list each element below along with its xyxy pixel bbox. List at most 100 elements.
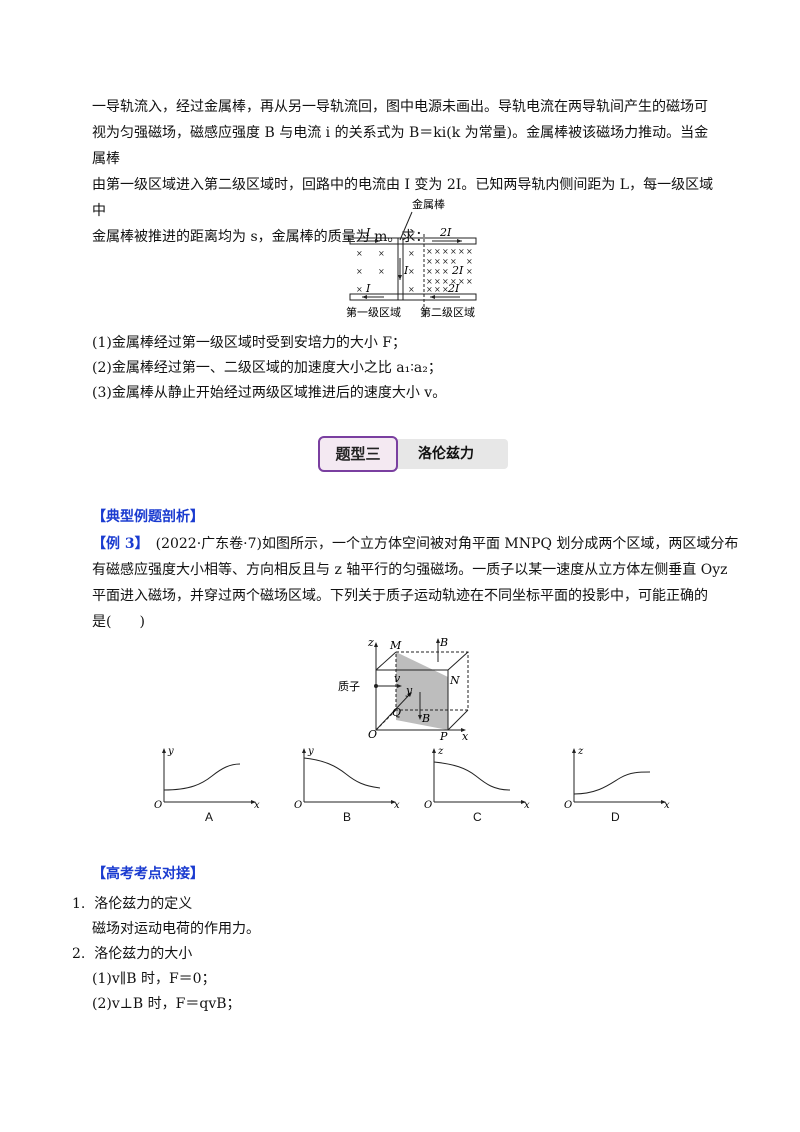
intro-line-4: 金属棒被推进的距离均为 s，金属棒的质量为 m。求：	[92, 229, 430, 245]
svg-text:×: ×	[450, 277, 457, 286]
point-1-title: 洛伦兹力的定义	[94, 896, 193, 912]
option-c-y-label: z	[437, 746, 444, 757]
point-1-num: 1.	[72, 896, 86, 912]
point-1-heading: 1. 洛伦兹力的定义	[72, 894, 192, 914]
svg-text:×: ×	[466, 277, 473, 286]
svg-text:×: ×	[450, 247, 457, 256]
option-c-graph: z x O	[424, 746, 530, 810]
point-2-heading: 2. 洛伦兹力的大小	[72, 944, 192, 964]
option-b-origin: O	[294, 800, 302, 810]
current-label-rod-2: 2I	[451, 264, 464, 277]
option-d-label[interactable]: D	[611, 810, 620, 824]
option-b-y-label: y	[307, 746, 314, 757]
vertex-P: P	[439, 730, 448, 743]
svg-text:×: ×	[466, 267, 473, 276]
svg-text:×: ×	[434, 257, 441, 266]
current-label-top-2: 2I	[439, 226, 452, 239]
intro-line-2: 视为匀强磁场，磁感应强度 B 与电流 i 的关系式为 B＝ki(k 为常量)。金…	[92, 125, 709, 167]
section-exam-heading: 【高考考点对接】	[92, 866, 204, 882]
origin-label: O	[368, 728, 377, 741]
railgun-figure: ×× ×× ×× ×× ×××××× ××××× ×××× ×××××× ×××…	[346, 197, 477, 319]
point-2-num: 2.	[72, 946, 86, 962]
example-line-2: 有磁感应强度大小相等、方向相反且与 z 轴平行的匀强磁场。一质子以某一速度从立方…	[92, 562, 728, 578]
option-a-origin: O	[154, 800, 162, 810]
x-axis-label: x	[462, 730, 469, 743]
svg-text:×: ×	[426, 277, 433, 286]
svg-text:×: ×	[408, 249, 415, 258]
svg-text:×: ×	[378, 267, 385, 276]
field-B-down-label: B	[421, 712, 430, 725]
point-2-item-2: (2)v⊥B 时，F＝qvB；	[92, 996, 241, 1012]
current-label-top-1: I	[365, 226, 371, 239]
point-1-body: 磁场对运动电荷的作用力。	[92, 921, 260, 937]
option-d-x-label: x	[664, 800, 670, 810]
question-1: (1)金属棒经过第一级区域时受到安培力的大小 F；	[92, 335, 406, 351]
option-d-origin: O	[564, 800, 572, 810]
svg-text:×: ×	[426, 267, 433, 276]
option-a-graph: y x O	[154, 746, 260, 810]
example-text-1: (2022·广东卷·7)如图所示，一个立方体空间被对角平面 MNPQ 划分成两个…	[141, 536, 739, 552]
section-typical-heading: 【典型例题剖析】	[92, 509, 204, 525]
proton-label: 质子	[338, 680, 360, 693]
svg-text:×: ×	[378, 249, 385, 258]
svg-text:×: ×	[442, 285, 449, 294]
option-a-label[interactable]: A	[205, 810, 214, 824]
svg-text:×: ×	[356, 267, 363, 276]
vertex-Q: Q	[392, 706, 401, 719]
example-line-1: 【例 3】 (2022·广东卷·7)如图所示，一个立方体空间被对角平面 MNPQ…	[92, 534, 738, 554]
point-2-item-1: (1)v∥B 时，F＝0；	[92, 971, 216, 987]
current-label-bottom-2: 2I	[447, 282, 460, 295]
y-axis-label: y	[405, 684, 413, 697]
current-label-bottom-1: I	[365, 282, 371, 295]
option-b-graph: y x O	[294, 746, 400, 810]
intro-paragraph: 一导轨流入，经过金属棒，再从另一导轨流回，图中电源未画出。导轨电流在两导轨间产生…	[92, 94, 722, 250]
svg-text:×: ×	[458, 247, 465, 256]
question-2: (2)金属棒经过第一、二级区域的加速度大小之比 a₁∶a₂；	[92, 360, 442, 376]
option-c-x-label: x	[524, 800, 530, 810]
region-2-label: 第二级区域	[420, 305, 475, 319]
svg-text:×: ×	[434, 285, 441, 294]
svg-text:×: ×	[434, 247, 441, 256]
svg-text:×: ×	[458, 277, 465, 286]
velocity-label: v	[394, 672, 401, 685]
option-d-y-label: z	[577, 746, 584, 757]
point-2-title: 洛伦兹力的大小	[94, 946, 193, 962]
current-label-rod: I	[403, 264, 409, 277]
field-B-up-label: B	[439, 636, 448, 649]
option-c-label[interactable]: C	[473, 810, 482, 824]
option-c-origin: O	[424, 800, 432, 810]
svg-text:×: ×	[426, 257, 433, 266]
cube-figure: z M B N v y Q B O P x 质子	[338, 636, 469, 743]
rod-label: 金属棒	[412, 197, 445, 211]
svg-text:×: ×	[442, 257, 449, 266]
option-a-x-label: x	[254, 800, 260, 810]
svg-text:×: ×	[426, 247, 433, 256]
svg-text:×: ×	[466, 247, 473, 256]
svg-text:×: ×	[356, 249, 363, 258]
vertex-M: M	[389, 639, 402, 652]
svg-text:×: ×	[356, 285, 363, 294]
region-1-label: 第一级区域	[346, 305, 401, 319]
svg-text:×: ×	[434, 267, 441, 276]
option-b-x-label: x	[394, 800, 400, 810]
svg-text:×: ×	[466, 257, 473, 266]
svg-text:×: ×	[426, 285, 433, 294]
svg-text:×: ×	[442, 247, 449, 256]
option-d-graph: z x O	[564, 746, 670, 810]
svg-text:×: ×	[408, 285, 415, 294]
intro-line-3: 由第一级区域进入第二级区域时，回路中的电流由 I 变为 2I。已知两导轨内侧间距…	[92, 177, 714, 219]
vertex-N: N	[449, 674, 460, 687]
svg-text:×: ×	[408, 267, 415, 276]
option-a-y-label: y	[167, 746, 174, 757]
banner-tag: 题型三	[318, 436, 398, 472]
svg-text:×: ×	[442, 277, 449, 286]
banner-title: 洛伦兹力	[418, 446, 474, 462]
intro-line-1: 一导轨流入，经过金属棒，再从另一导轨流回，图中电源未画出。导轨电流在两导轨间产生…	[92, 99, 708, 115]
section-banner: 题型三 洛伦兹力	[318, 436, 508, 472]
svg-text:×: ×	[450, 257, 457, 266]
svg-text:×: ×	[442, 267, 449, 276]
z-axis-label: z	[367, 636, 374, 649]
option-b-label[interactable]: B	[343, 810, 352, 824]
svg-text:×: ×	[434, 277, 441, 286]
example-label: 【例 3】	[92, 536, 142, 552]
